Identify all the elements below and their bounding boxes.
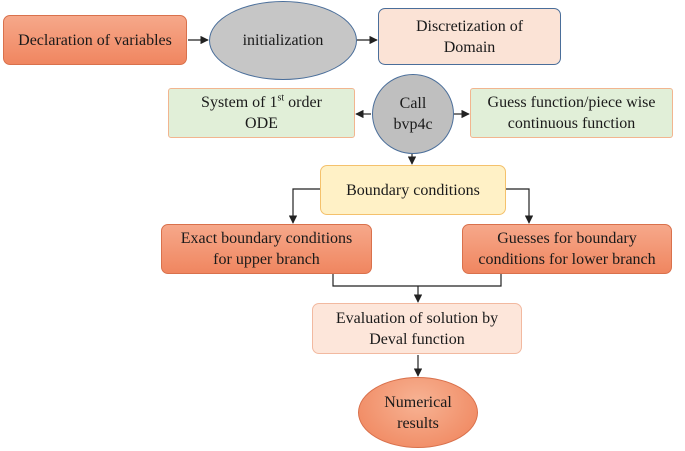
system-line1-a: System of 1 — [201, 94, 278, 111]
connector-guesses-to-merge — [418, 274, 502, 287]
system-line1-sup: st — [277, 92, 285, 104]
declaration-label: Declaration of variables — [18, 31, 172, 49]
boundary-conditions-box: Boundary conditions — [320, 165, 506, 215]
system-of-ode-box: System of 1st order ODE — [168, 88, 355, 138]
arrow-boundary-to-guesses — [506, 188, 534, 224]
discretization-line1: Discretization of — [415, 17, 524, 35]
guess-line1: Guess function/piece wise — [487, 94, 656, 111]
call-text: Call bvp4c — [393, 93, 432, 135]
discretization-box: Discretization of Domain — [378, 8, 561, 65]
numerical-text: Numerical results — [384, 392, 452, 434]
guesses-line1: Guesses for boundary — [497, 230, 637, 247]
call-line1: Call — [399, 95, 427, 112]
evaluation-text: Evaluation of solution by Deval function — [336, 308, 498, 350]
guesses-line2: conditions for lower branch — [478, 251, 656, 268]
evaluation-box: Evaluation of solution by Deval function — [312, 303, 522, 354]
exact-text: Exact boundary conditions for upper bran… — [181, 228, 353, 270]
connector-exact-to-merge — [332, 274, 418, 287]
guess-text: Guess function/piece wise continuous fun… — [488, 92, 656, 134]
arrow-boundary-to-exact — [288, 188, 320, 224]
numerical-line2: results — [397, 414, 439, 432]
call-bvp4c-circle: Call bvp4c — [372, 74, 454, 154]
system-line1-b: order — [284, 94, 322, 111]
initialization-ellipse: initialization — [209, 1, 357, 80]
guesses-boundary-box: Guesses for boundary conditions for lowe… — [462, 224, 672, 274]
guesses-text: Guesses for boundary conditions for lowe… — [478, 228, 655, 270]
discretization-text: Discretization of Domain — [416, 16, 523, 58]
initialization-label: initialization — [242, 32, 324, 49]
declaration-of-variables-box: Declaration of variables — [3, 15, 187, 65]
guess-line2: continuous function — [507, 115, 636, 132]
system-line2: ODE — [245, 115, 278, 132]
discretization-line2: Domain — [443, 38, 496, 56]
guess-function-box: Guess function/piece wise continuous fun… — [470, 88, 673, 138]
evaluation-line1: Evaluation of solution by — [335, 309, 499, 327]
exact-line2: for upper branch — [213, 251, 320, 268]
evaluation-line2: Deval function — [369, 330, 465, 348]
exact-line1: Exact boundary conditions — [180, 230, 353, 247]
exact-boundary-box: Exact boundary conditions for upper bran… — [161, 224, 372, 274]
system-text: System of 1st order ODE — [201, 92, 322, 134]
system-line1: System of 1st order — [201, 92, 322, 113]
numerical-line1: Numerical — [384, 393, 452, 411]
call-line2: bvp4c — [393, 116, 433, 133]
boundary-label: Boundary conditions — [346, 181, 480, 199]
numerical-results-ellipse: Numerical results — [358, 377, 478, 448]
